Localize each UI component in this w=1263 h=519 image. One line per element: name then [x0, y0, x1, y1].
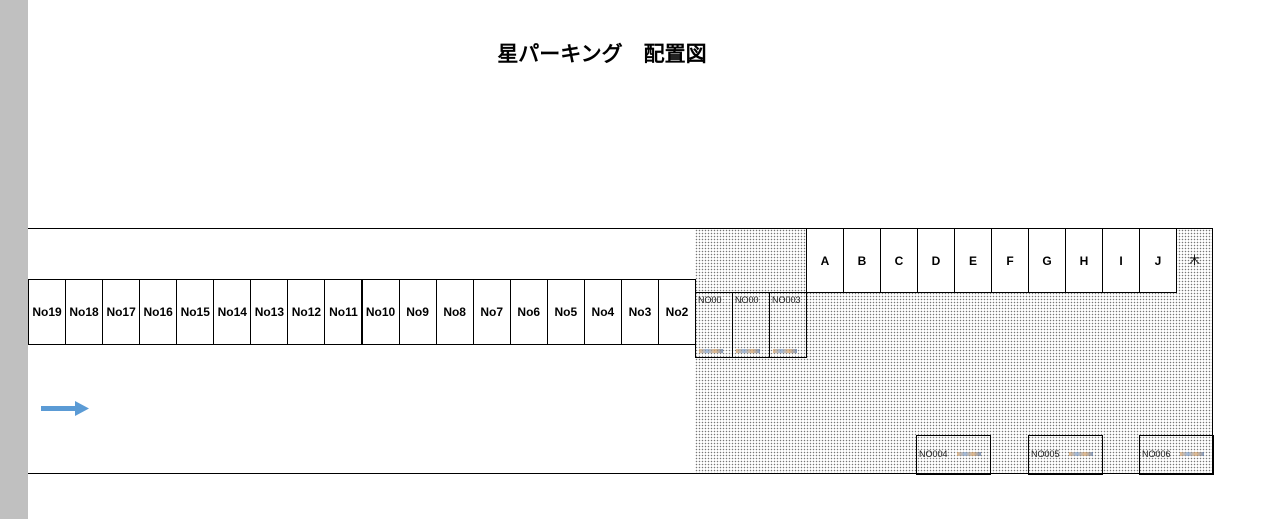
parking-lot: No16	[139, 279, 178, 345]
parking-lot: No15	[176, 279, 215, 345]
left-gutter	[0, 0, 28, 519]
parking-lot: No13	[250, 279, 289, 345]
parking-lot: No11	[324, 279, 363, 345]
parking-bay: G	[1028, 228, 1066, 293]
parking-lot: No12	[287, 279, 326, 345]
parking-bay: F	[991, 228, 1029, 293]
parking-lot: No3	[620, 279, 659, 345]
site-boundary	[28, 228, 1213, 474]
parking-bay: C	[880, 228, 918, 293]
marker	[957, 452, 981, 456]
small-space: NO00	[695, 292, 733, 358]
tree-label: 木	[1189, 254, 1200, 267]
parking-lot: No7	[472, 279, 511, 345]
parking-bay: I	[1102, 228, 1140, 293]
parking-bay: A	[806, 228, 844, 293]
parking-lot: No8	[435, 279, 474, 345]
small-space: NO004	[916, 435, 991, 475]
marker	[1180, 452, 1204, 456]
parking-lot: No6	[509, 279, 548, 345]
parking-lot: No19	[28, 279, 66, 345]
marker	[1069, 452, 1093, 456]
marker	[773, 349, 797, 353]
small-space: NO005	[1028, 435, 1103, 475]
marker	[736, 349, 760, 353]
parking-lot: No18	[65, 279, 104, 345]
parking-lot: No14	[213, 279, 252, 345]
small-space: NO006	[1139, 435, 1214, 475]
page-title: 星パーキング 配置図	[497, 42, 707, 66]
parking-bay: H	[1065, 228, 1103, 293]
parking-bay: D	[917, 228, 955, 293]
small-space: NO00	[732, 292, 770, 358]
parking-lot: No2	[658, 279, 697, 345]
marker	[699, 349, 723, 353]
small-space: NO003	[769, 292, 807, 358]
space-label: NO003	[772, 295, 801, 305]
parking-bay: J	[1139, 228, 1177, 293]
parking-lot: No9	[398, 279, 437, 345]
space-label: NO004	[919, 449, 948, 459]
space-label: NO00	[735, 295, 759, 305]
space-label: NO005	[1031, 449, 1060, 459]
space-label: NO006	[1142, 449, 1171, 459]
parking-bay: B	[843, 228, 881, 293]
arrow-right-icon	[41, 401, 89, 416]
parking-lot: No4	[583, 279, 622, 345]
space-label: NO00	[698, 295, 722, 305]
parking-lot: No17	[102, 279, 141, 345]
parking-lot: No5	[546, 279, 585, 345]
parking-bay: E	[954, 228, 992, 293]
parking-lot: No10	[361, 279, 400, 345]
